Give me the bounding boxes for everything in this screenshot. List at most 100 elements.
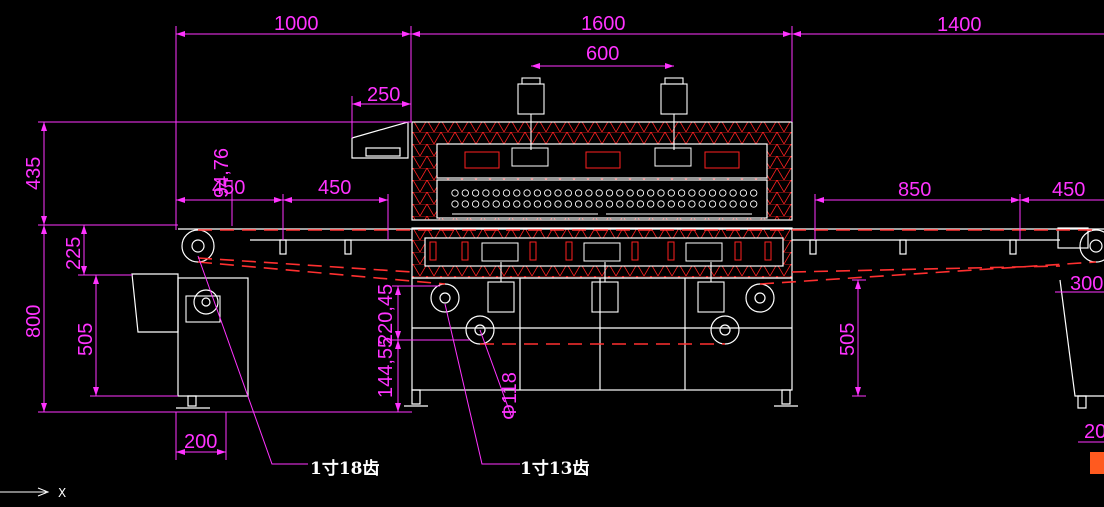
dimension-arrowhead (395, 340, 401, 349)
dimension-arrowhead (379, 197, 388, 203)
dimension-arrowhead (395, 403, 401, 412)
vent-hole (647, 189, 655, 197)
vent-hole (616, 200, 624, 208)
feed-chute-slot (365, 147, 401, 157)
vent-hole (471, 189, 480, 197)
vent-hole (482, 200, 490, 208)
vent-hole (677, 189, 686, 197)
vent-hole (688, 200, 696, 208)
main-frame (411, 277, 793, 391)
vent-hole (595, 189, 603, 197)
dim-200-right: 20 (1084, 421, 1104, 443)
corner-marker-icon (1090, 452, 1104, 474)
vent-hole (647, 200, 655, 208)
vent-hole (574, 200, 583, 208)
vent-hole (667, 189, 675, 197)
dim-1600: 1600 (581, 13, 626, 35)
dimension-arrowhead (217, 449, 226, 455)
heater-elements (429, 147, 772, 262)
vent-hole (533, 200, 542, 208)
heater-panel-top (436, 143, 768, 179)
vent-hole (739, 189, 748, 197)
vent-hole (544, 189, 552, 197)
dimension-arrowhead (402, 101, 411, 107)
pulley-a (430, 283, 460, 313)
heater-panel-bottom (424, 237, 784, 267)
dimension-arrowhead (41, 122, 47, 131)
dim-505-right: 505 (837, 323, 859, 356)
dim-435: 435 (23, 157, 45, 190)
vent-hole (461, 189, 469, 197)
dimension-arrowhead (352, 101, 361, 107)
vent-hole (636, 200, 645, 208)
dimension-arrowhead (855, 280, 861, 289)
vent-hole (698, 189, 706, 197)
motor-bottom-right (697, 262, 725, 313)
vent-hole (708, 189, 717, 197)
dim-1000: 1000 (274, 13, 319, 35)
motor-infeed (185, 295, 221, 323)
vent-hole (585, 200, 593, 208)
motor-bottom-left (487, 262, 515, 313)
dim-450-left-a: 450 (212, 177, 245, 199)
vent-hole (523, 189, 531, 197)
dimension-arrowhead (1020, 197, 1029, 203)
vent-hole (688, 189, 696, 197)
dim-220-45: 220,45 (375, 284, 397, 345)
vent-hole (533, 189, 542, 197)
dim-94-76: 94,76 (211, 148, 233, 198)
vent-hole (667, 200, 675, 208)
vent-hole (544, 200, 552, 208)
infeed-frame (177, 277, 249, 397)
motor-top-right (660, 77, 688, 150)
vent-hole (585, 189, 593, 197)
dimension-arrowhead (176, 197, 185, 203)
infeed-bin (131, 273, 179, 333)
dimension-arrowhead (531, 63, 540, 69)
note-sprocket-18: 1寸18齿 (310, 458, 380, 479)
vent-hole (471, 200, 480, 208)
vent-hole (739, 200, 748, 208)
machine-outline (131, 121, 1104, 409)
vent-hole (564, 189, 572, 197)
dim-850: 850 (898, 179, 931, 201)
pulley-d (745, 283, 775, 313)
vent-hole (492, 200, 500, 208)
dimension-arrowhead (395, 331, 401, 340)
outfeed-frame (1059, 279, 1104, 397)
dimension-arrowhead (41, 216, 47, 225)
vent-hole (482, 189, 490, 197)
vent-hole (554, 200, 562, 208)
vent-hole (616, 189, 624, 197)
dimension-arrowhead (395, 286, 401, 295)
dimension-arrowhead (792, 31, 801, 37)
dimension-arrowhead (93, 387, 99, 396)
vent-panel (436, 179, 768, 219)
dim-600: 600 (586, 43, 619, 65)
vent-hole (729, 200, 737, 208)
vent-hole (502, 189, 511, 197)
dimension-arrowhead (41, 225, 47, 234)
vent-hole (708, 200, 717, 208)
dim-505-left: 505 (75, 323, 97, 356)
vent-holes (451, 189, 758, 208)
vent-hole (677, 200, 686, 208)
dimension-arrowhead (855, 387, 861, 396)
vent-hole (636, 189, 645, 197)
dimension-arrowhead (411, 31, 420, 37)
vent-hole (729, 189, 737, 197)
vent-hole (564, 200, 572, 208)
dimension-arrowhead (41, 403, 47, 412)
dimension-arrowhead (1011, 197, 1020, 203)
vent-hole (451, 189, 459, 197)
dimension-arrowhead (783, 31, 792, 37)
ucs-axis-indicator (0, 487, 50, 497)
dim-phi118: Φ118 (499, 372, 521, 420)
motor-bottom-mid (591, 262, 619, 313)
vent-hole (626, 189, 634, 197)
dimension-arrowhead (176, 31, 185, 37)
dim-200: 200 (184, 431, 217, 453)
vent-hole (750, 189, 758, 197)
vent-hole (605, 200, 614, 208)
